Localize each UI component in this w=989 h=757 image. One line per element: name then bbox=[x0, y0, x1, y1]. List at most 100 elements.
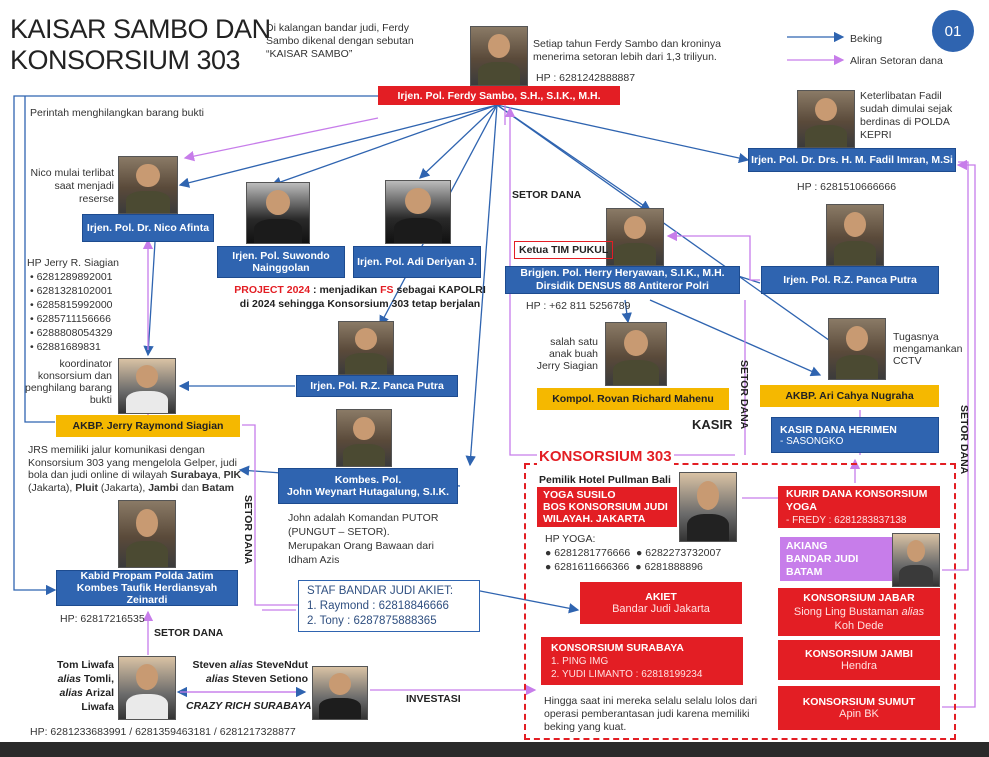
taufik-name-box: Kabid Propam Polda Jatim Kombes Taufik H… bbox=[56, 570, 238, 606]
konsorsium-303-frame bbox=[524, 463, 956, 740]
desc-line: Merupakan Orang Bawaan dari bbox=[288, 540, 434, 552]
kasir-dana-box: KASIR DANA HERIMEN - SASONGKO bbox=[771, 417, 939, 453]
name-line: John Weynart Hutagalung, S.I.K. bbox=[287, 486, 449, 498]
desc-line: anak buah bbox=[548, 348, 598, 360]
staf-line: STAF BANDAR JUDI AKIET: bbox=[307, 585, 454, 597]
name-line: Kombes Taufik Herdiansyah bbox=[76, 582, 218, 594]
tom-line: Liwafa bbox=[81, 701, 114, 713]
intro-line: “KAISAR SAMBO” bbox=[266, 48, 353, 60]
page-number-badge: 01 bbox=[932, 10, 974, 52]
jrs-span: PIK bbox=[223, 469, 242, 481]
ari-name-box: AKBP. Ari Cahya Nugraha bbox=[760, 385, 939, 407]
sumut-name: KONSORSIUM SUMUT bbox=[802, 696, 916, 708]
fadil-description: Keterlibatan Fadil sudah dimulai sejak b… bbox=[860, 90, 952, 142]
legend-beking: Beking bbox=[850, 33, 883, 45]
jerry-name-box: AKBP. Jerry Raymond Siagian bbox=[56, 415, 240, 437]
akiet-name: AKIET bbox=[645, 591, 677, 603]
herry-phone: HP : +62 811 5256789 bbox=[526, 300, 631, 312]
desc-line: salah satu bbox=[550, 336, 598, 348]
konsorsium-surabaya-box: KONSORSIUM SURABAYA 1. PING IMG 2. YUDI … bbox=[541, 637, 743, 685]
jabar-sub: alias bbox=[901, 606, 925, 618]
suwondo-name-box: Irjen. Pol. Suwondo Nainggolan bbox=[217, 246, 345, 278]
jrs-line: Konsorsium 303 yang mengelola Gelper, ju… bbox=[28, 456, 237, 469]
jerry-phone-item: 6281328102001 bbox=[30, 284, 119, 298]
desc-line: penghilang barang bbox=[25, 382, 112, 394]
john-photo bbox=[336, 409, 392, 467]
yoga-phone: 6282273732007 bbox=[645, 547, 722, 559]
yoga-pemilik-label: Pemilik Hotel Pullman Bali bbox=[539, 474, 671, 486]
rovan-description: salah satu anak buah Jerry Siagian bbox=[536, 336, 598, 372]
name-line: Nainggolan bbox=[252, 262, 310, 274]
tom-span: alias bbox=[59, 687, 83, 699]
tom-span: alias bbox=[57, 673, 81, 685]
rovan-name-box: Kompol. Rovan Richard Mahenu bbox=[537, 388, 729, 410]
kurir-dana-box: KURIR DANA KONSORSIUM YOGA - FREDY : 628… bbox=[778, 486, 940, 528]
konsorsium-sumut-box: KONSORSIUM SUMUT Apin BK bbox=[778, 686, 940, 730]
jrs-span: bola dan judi online di wilayah bbox=[28, 469, 171, 481]
desc-line: Nico mulai terlibat bbox=[30, 167, 114, 179]
steven-photo bbox=[312, 666, 368, 720]
steven-span: Steven bbox=[192, 659, 230, 671]
yoga-name-box: YOGA SUSILO BOS KONSORSIUM JUDI WILAYAH.… bbox=[537, 487, 677, 527]
desc-line: koordinator bbox=[59, 358, 112, 370]
name-line: Zeinardi bbox=[126, 594, 168, 606]
staf-line: 1. Raymond : 62818846666 bbox=[307, 600, 449, 612]
jerry-phone-item: 6285711156666 bbox=[30, 312, 119, 326]
desc-line: Jerry Siagian bbox=[536, 360, 598, 372]
taufik-phone: HP: 62817216535 bbox=[60, 613, 145, 625]
nico-description: Nico mulai terlibat saat menjadi reserse bbox=[26, 167, 114, 206]
kurir-line: KURIR DANA KONSORSIUM bbox=[786, 487, 928, 500]
desc-line: CCTV bbox=[893, 355, 922, 367]
rovan-photo bbox=[605, 322, 667, 386]
surabaya-sub: 2. YUDI LIMANTO : 62818199234 bbox=[551, 668, 703, 680]
akiet-sub: Bandar Judi Jakarta bbox=[612, 603, 710, 615]
kasir-line: KASIR DANA HERIMEN bbox=[780, 423, 897, 436]
desc-line: John adalah Komandan PUTOR bbox=[288, 512, 439, 524]
perintah-label: Perintah menghilangkan barang bukti bbox=[30, 107, 204, 119]
akiang-box: AKIANG BANDAR JUDI BATAM HP : 6281170127… bbox=[780, 537, 892, 591]
nico-photo bbox=[118, 156, 178, 214]
steven-span: SteveNdut bbox=[253, 659, 308, 671]
jrs-span: (Jakarta), bbox=[28, 481, 76, 494]
sambo-name-box: Irjen. Pol. Ferdy Sambo, S.H., S.I.K., M… bbox=[378, 86, 620, 105]
tom-span: Arizal bbox=[82, 687, 114, 699]
fadil-photo bbox=[797, 90, 855, 148]
yoga-phone: 6281281776666 bbox=[554, 547, 631, 559]
steven-label: Steven alias SteveNdut alias Steven Seti… bbox=[184, 658, 308, 686]
intro-text: Di kalangan bandar judi, Ferdy Sambo dik… bbox=[266, 22, 414, 61]
jerry-phone-item: 6285815992000 bbox=[30, 298, 119, 312]
setor-dana-label-vertical-right: SETOR DANA bbox=[958, 405, 970, 475]
project-2024-text: PROJECT 2024 : menjadikan FS sebagai KAP… bbox=[217, 283, 503, 311]
hingga-text: Hingga saat ini mereka selalu selalu lol… bbox=[544, 695, 757, 734]
john-name-box: Kombes. Pol. John Weynart Hutagalung, S.… bbox=[278, 468, 458, 504]
panca-right-photo bbox=[826, 204, 884, 266]
yoga-line: YOGA SUSILO bbox=[543, 489, 616, 501]
project-mid: : menjadikan bbox=[310, 284, 381, 296]
legend-aliran: Aliran Setoran dana bbox=[850, 55, 943, 67]
desc-line: menerima setoran lebih dari 1,3 triliyun… bbox=[533, 51, 717, 63]
yoga-phone: 6281888896 bbox=[644, 561, 703, 573]
yoga-phone: 6281611666366 bbox=[554, 561, 630, 573]
jerry-phone-title: HP Jerry R. Siagian bbox=[27, 257, 120, 269]
sambo-description: Setiap tahun Ferdy Sambo dan kroninya me… bbox=[533, 38, 721, 64]
surabaya-name: KONSORSIUM SURABAYA bbox=[551, 641, 684, 654]
fadil-name-box: Irjen. Pol. Dr. Drs. H. M. Fadil Imran, … bbox=[748, 148, 956, 172]
jrs-span: Batam bbox=[201, 481, 235, 494]
yoga-line: BOS KONSORSIUM JUDI bbox=[543, 501, 668, 513]
adi-photo bbox=[385, 180, 451, 244]
setor-dana-label-bottom: SETOR DANA bbox=[154, 627, 224, 639]
setor-dana-label-top: SETOR DANA bbox=[512, 189, 582, 201]
setor-dana-label-vertical-left: SETOR DANA bbox=[242, 495, 254, 565]
bottom-bar bbox=[0, 742, 989, 757]
steven-span: Steven Setiono bbox=[229, 673, 308, 685]
title-line-1: KAISAR SAMBO DAN bbox=[10, 14, 271, 44]
desc-line: konsorsium dan bbox=[37, 370, 112, 382]
yoga-photo bbox=[679, 472, 737, 542]
desc-line: Idham Azis bbox=[288, 554, 340, 566]
surabaya-sub: 1. PING IMG bbox=[551, 655, 609, 667]
sambo-phone: HP : 6281242888887 bbox=[536, 72, 636, 84]
jambi-name: KONSORSIUM JAMBI bbox=[805, 648, 913, 660]
nico-name-box: Irjen. Pol. Dr. Nico Afinta bbox=[82, 214, 214, 242]
name-line: Dirsidik DENSUS 88 Antiteror Polri bbox=[536, 280, 709, 292]
desc-line: Setiap tahun Ferdy Sambo dan kroninya bbox=[533, 38, 721, 50]
